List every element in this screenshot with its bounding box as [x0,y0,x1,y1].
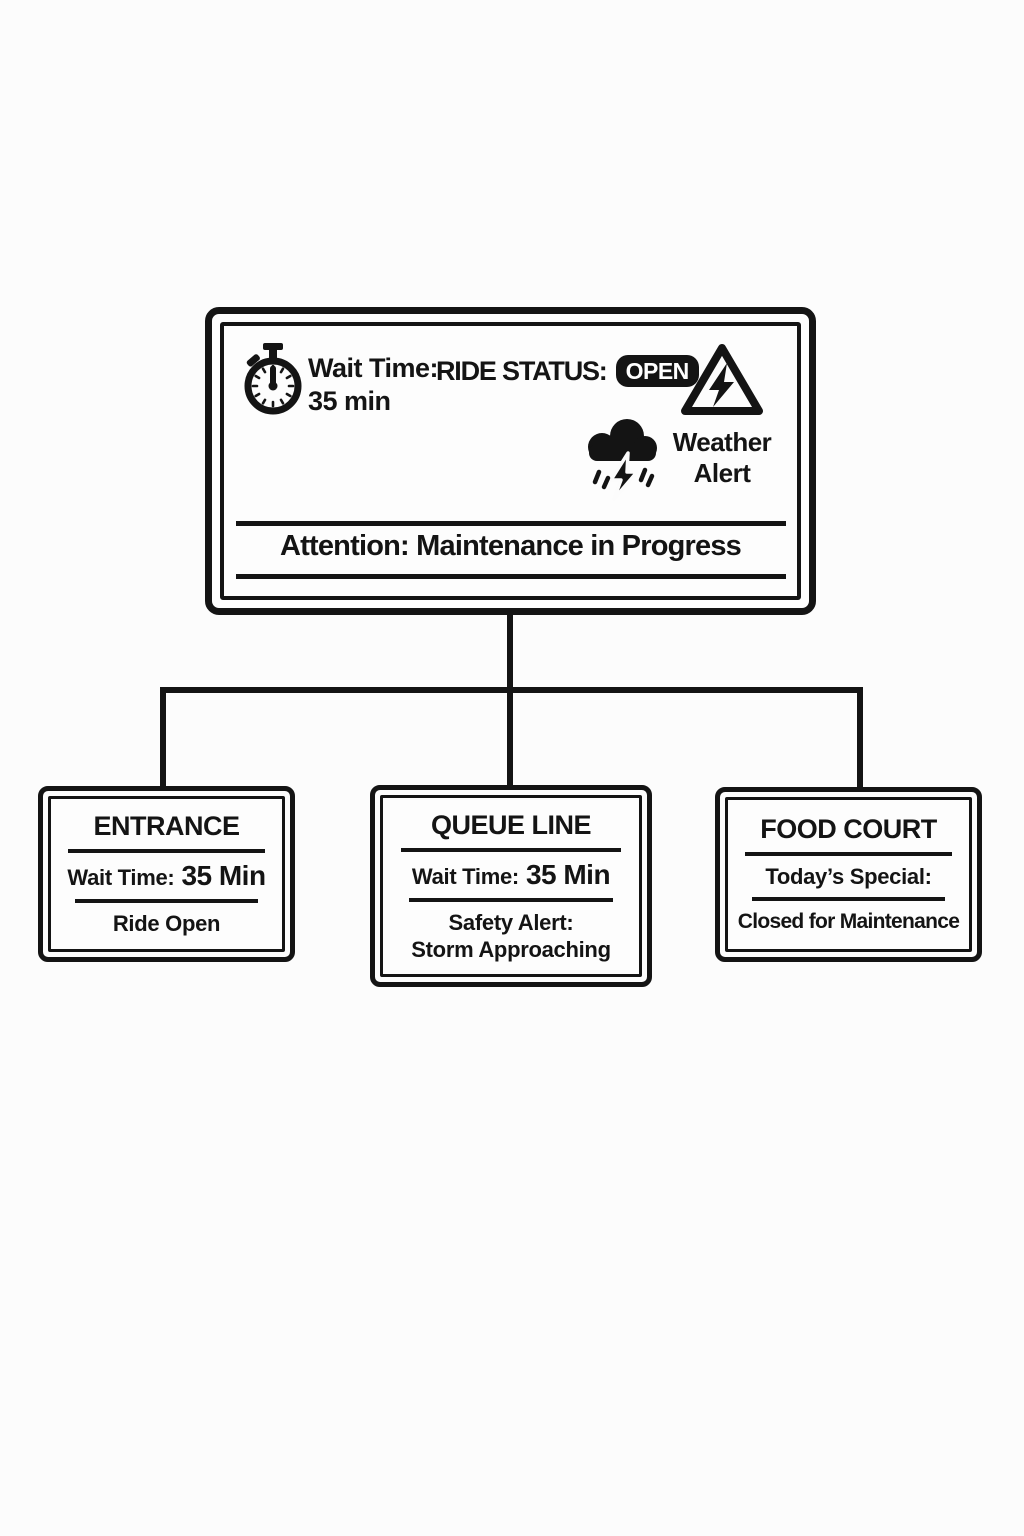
entrance-status: Ride Open [112,911,221,936]
ride-status-open-badge: OPEN [615,355,699,387]
queue-line-divider-2 [408,897,614,902]
storm-warning-triangle-icon [681,344,763,415]
ride-status-label: RIDE STATUS: [436,355,608,386]
entrance-divider-1 [67,849,266,853]
storm-cloud-lightning-icon [588,419,657,501]
queue-line-alert-value: Storm Approaching [411,936,611,962]
queue-line-panel-inner-frame: QUEUE LINE Wait Time: 35 Min Safety Aler… [380,795,642,977]
stopwatch-icon [244,343,302,415]
wait-time-label: Wait Time: [308,353,439,383]
attention-message: Attention: Maintenance in Progress [279,530,742,562]
queue-line-wait-row: Wait Time: 35 Min [411,858,611,891]
food-court-panel-inner-frame: FOOD COURT Today’s Special: Closed for M… [725,797,972,952]
main-display-board: Wait Time: 35 min RIDE STATUS: OPEN [205,307,816,615]
connector-drop-entrance [160,687,166,788]
entrance-panel: ENTRANCE Wait Time: 35 Min Ride Open [38,786,295,962]
wait-time-block: Wait Time: 35 min [308,352,439,418]
entrance-divider-2 [74,899,259,903]
entrance-wait-label: Wait Time: [67,865,175,890]
food-court-title: FOOD COURT [760,814,937,844]
entrance-wait-value: 35 Min [181,860,266,891]
food-court-panel: FOOD COURT Today’s Special: Closed for M… [715,787,982,962]
weather-alert-line1: Weather [672,427,772,457]
queue-line-wait-label: Wait Time: [411,863,519,889]
queue-line-panel: QUEUE LINE Wait Time: 35 Min Safety Aler… [370,785,652,987]
connector-drop-queue-line [507,687,513,787]
queue-line-alert-label: Safety Alert: [448,909,574,935]
food-court-divider-1 [745,852,952,856]
wait-time-value: 35 min [308,386,391,416]
entrance-title: ENTRANCE [93,811,240,841]
connector-drop-food-court [857,687,863,789]
connector-stem [507,613,513,690]
ride-status-row: RIDE STATUS: OPEN [436,355,699,387]
queue-line-title: QUEUE LINE [430,809,592,840]
queue-line-wait-value: 35 Min [525,858,611,890]
food-court-special-value: Closed for Maintenance [737,910,960,933]
queue-line-divider-1 [401,847,621,852]
weather-alert-line2: Alert [693,458,751,488]
food-court-special-label: Today’s Special: [765,864,932,889]
food-court-divider-2 [752,897,945,901]
main-display-board-inner-frame: Wait Time: 35 min RIDE STATUS: OPEN [220,322,801,600]
attention-divider-top [236,521,786,526]
attention-divider-bottom [236,574,786,579]
weather-alert-label: Weather Alert [664,427,780,489]
entrance-wait-row: Wait Time: 35 Min [67,860,266,892]
entrance-panel-inner-frame: ENTRANCE Wait Time: 35 Min Ride Open [48,796,285,952]
